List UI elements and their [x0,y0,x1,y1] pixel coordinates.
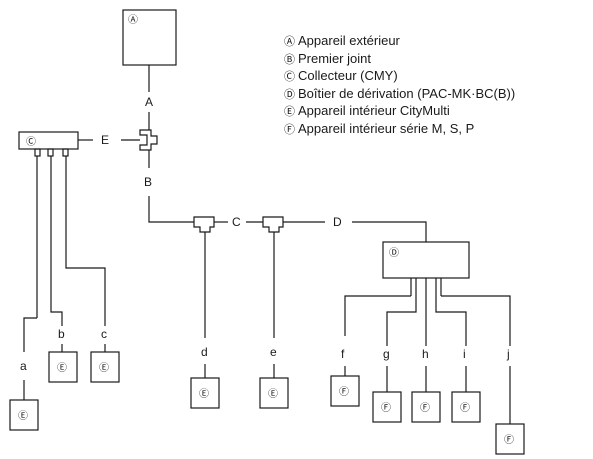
pipe-j-route [441,295,511,346]
indoor-unit-b-mark: Ⓔ [57,362,67,374]
indoor-unit-j-mark: Ⓕ [504,434,514,446]
indoor-unit-g [372,391,402,423]
pipe-label-B: B [144,175,152,189]
collector-port-b [47,148,54,157]
pipe-label-a: a [20,359,27,373]
pipe-label-C: C [232,215,241,229]
legend-mark: Ⓐ [284,36,295,48]
legend-text: Premier joint [298,50,371,66]
pipe-label-f: f [341,347,345,361]
indoor-unit-e [259,377,289,409]
outdoor-unit-mark: Ⓐ [128,14,138,26]
indoor-unit-f [330,375,360,407]
pipe-label-A: A [145,95,153,109]
indoor-unit-e-mark: Ⓔ [268,388,278,400]
pipe-D-right [352,221,427,242]
pipe-label-d: d [201,345,208,359]
pipe-label-i: i [463,347,466,361]
indoor-unit-b [48,351,78,383]
legend-text: Collecteur (CMY) [298,68,398,83]
legend-mark: Ⓔ [284,106,295,118]
pipe-label-b: b [58,327,65,341]
branch-box-mark: Ⓓ [389,247,399,259]
pipe-f-route [344,295,411,336]
pipe-label-c: c [101,327,107,341]
legend-text: Appareil intérieur CityMulti [298,103,450,118]
joint-3 [262,216,284,233]
collector-mark: Ⓒ [26,136,36,148]
pipe-label-D: D [333,215,342,229]
legend-mark: Ⓒ [284,71,295,83]
pipe-i-route [435,296,467,346]
legend-text: Boîtier de dérivation (PAC-MK·BC(B)) [298,85,516,101]
legend-text: Appareil intérieur série M, S, P [298,120,475,136]
indoor-unit-h-mark: Ⓕ [420,402,430,414]
indoor-unit-i [451,391,481,423]
pipe-label-g: g [383,347,390,361]
pipe-b-route [50,156,63,326]
indoor-unit-g-mark: Ⓕ [381,402,391,414]
legend-mark: Ⓕ [284,123,295,136]
collector-port-c [62,148,69,157]
pipe-label-j: j [506,347,510,361]
indoor-unit-h [411,391,441,423]
pipe-label-e: e [270,345,277,359]
pipe-B-lower [148,196,194,223]
indoor-unit-d [190,377,220,409]
indoor-unit-f-mark: Ⓕ [339,386,349,398]
legend-mark: Ⓓ [284,88,295,101]
pipe-label-h: h [422,347,429,361]
legend-text: Appareil extérieur [298,33,400,48]
indoor-unit-c [90,351,120,383]
pipe-a-route [23,317,37,352]
legend-mark: Ⓑ [284,53,295,66]
indoor-unit-d-mark: Ⓔ [199,388,209,400]
indoor-unit-a [9,399,39,431]
joint-2 [193,216,215,233]
collector-port-a [34,148,41,157]
first-joint [139,129,158,151]
indoor-unit-i-mark: Ⓕ [460,402,470,414]
pipe-label-E: E [101,133,109,147]
indoor-unit-j [495,423,525,455]
pipe-c-route [65,156,106,326]
pipe-g-route [386,296,417,346]
indoor-unit-a-mark: Ⓔ [18,410,28,422]
indoor-unit-c-mark: Ⓔ [99,362,109,374]
